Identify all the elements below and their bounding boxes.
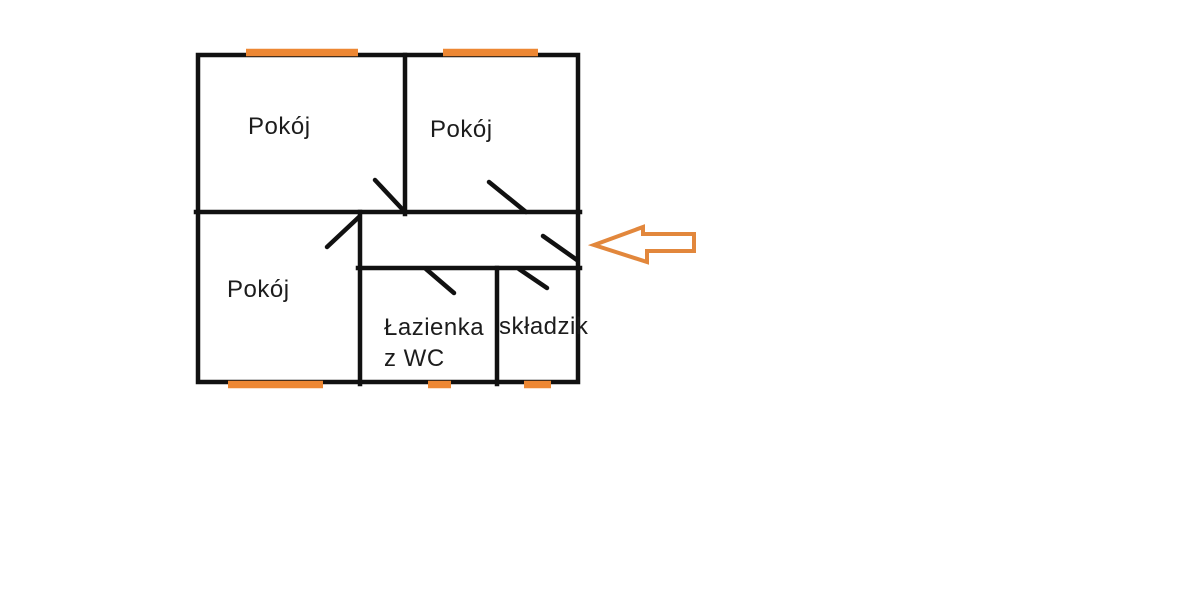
door-swing-storage (516, 266, 550, 291)
door-swing-bathroom (423, 266, 457, 296)
room-label-bathroom: Łazienka z WC (384, 312, 484, 374)
door-swing-bottom-left-room (324, 214, 362, 250)
room-label-top-left: Pokój (248, 113, 311, 140)
room-label-bottom-left: Pokój (227, 276, 290, 303)
room-label-top-right: Pokój (430, 116, 493, 143)
entrance-arrow-icon (587, 224, 696, 265)
room-label-bathroom-line1: Łazienka (384, 314, 485, 341)
door-swing-entrance (540, 233, 580, 263)
room-label-storage: składzik (499, 313, 589, 340)
room-label-bathroom-line2: z WC (384, 345, 445, 372)
door-swing-top-right-room (486, 179, 529, 215)
door-swing-top-left-room (372, 177, 407, 214)
exterior-wall (195, 52, 581, 385)
